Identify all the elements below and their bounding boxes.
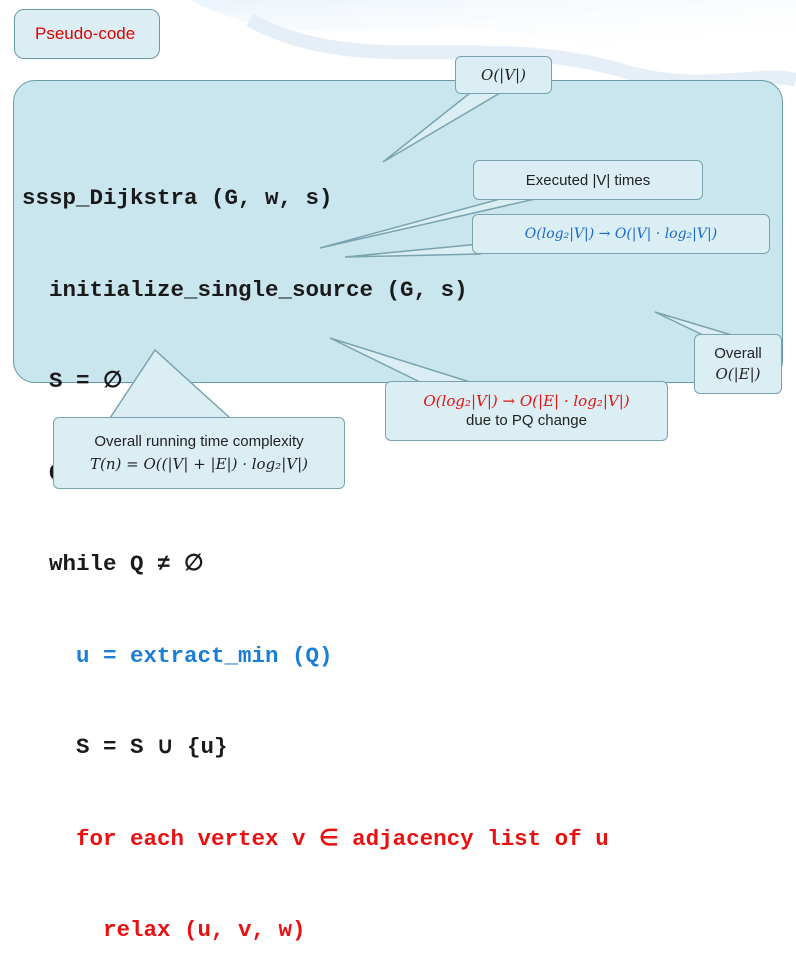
relax-reason-text: due to PQ change: [466, 412, 587, 429]
init-cost-text: O(|V|): [481, 66, 526, 84]
note-overall: Overall O(|E|): [694, 334, 782, 394]
running-label: Overall running time complexity: [94, 433, 304, 450]
title-box: Pseudo-code: [14, 9, 160, 59]
code-line-header: sssp_Dijkstra (G, w, s): [22, 185, 333, 211]
note-executed-times: Executed |V| times: [473, 160, 703, 200]
code-line-initialize: initialize_single_source (G, s): [22, 276, 468, 303]
code-line-relax: relax (u, v, w): [22, 917, 306, 943]
code-line-for-each: for each vertex v ∈ adjacency list of u: [22, 825, 609, 852]
title-text: Pseudo-code: [35, 24, 136, 43]
background-decoration: [190, 0, 796, 89]
running-formula: T(n) = O((|V| + |E|) · log₂|V|): [90, 455, 308, 473]
note-relax-cost: O(log₂|V|) → O(|E| · log₂|V|) due to PQ …: [385, 381, 668, 441]
executed-text: Executed |V| times: [525, 171, 651, 189]
note-running-time: Overall running time complexity T(n) = O…: [53, 417, 345, 489]
note-extract-cost: O(log₂|V|) → O(|V| · log₂|V|): [472, 214, 770, 254]
code-line-extract-min: u = extract_min (Q): [22, 642, 333, 669]
code-line-s-union: S = S ∪ {u}: [22, 734, 228, 760]
overall-label: Overall: [714, 345, 762, 362]
extract-cost-text: O(log₂|V|) → O(|V| · log₂|V|): [524, 226, 718, 242]
relax-cost-text: O(log₂|V|) → O(|E| · log₂|V|): [423, 392, 630, 410]
code-line-while: while Q ≠ ∅: [22, 551, 204, 577]
overall-cost: O(|E|): [715, 365, 761, 383]
note-init-cost: O(|V|): [455, 56, 552, 94]
